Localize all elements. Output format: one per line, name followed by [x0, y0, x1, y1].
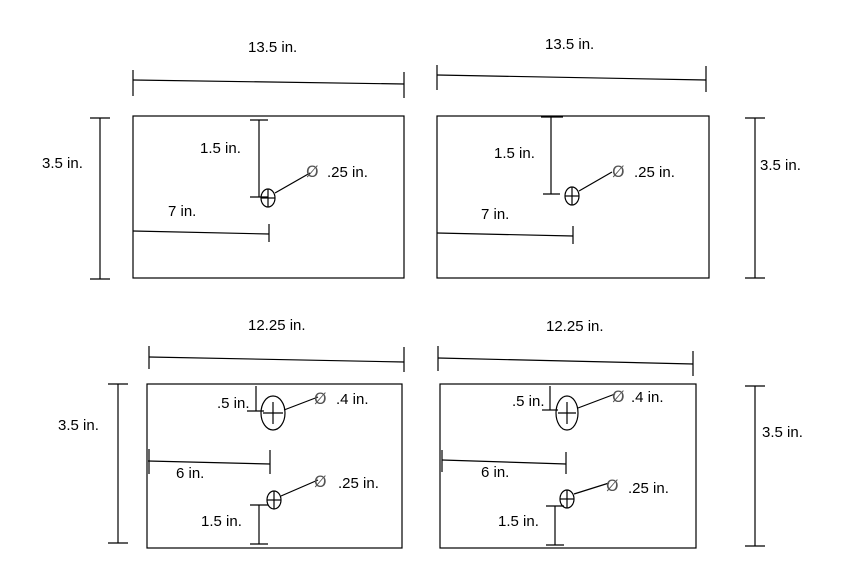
- panel-3: 12.25 in. 3.5 in. .5 in. Ø .4 in. 6 in. …: [58, 317, 405, 549]
- panel-2-outline: [436, 115, 710, 279]
- panel-2-vertical-label: 1.5 in.: [494, 145, 535, 162]
- panel-3-small-diameter-symbol: Ø: [314, 472, 327, 491]
- panel-3-horizontal-label: 6 in.: [176, 465, 204, 482]
- panel-3-large-hole: [260, 395, 286, 431]
- panel-2-horizontal-line: [436, 232, 574, 237]
- panel-1-width-line: [132, 79, 405, 85]
- panel-3-height-label: 3.5 in.: [58, 417, 99, 434]
- panel-4-small-vertical-label: 1.5 in.: [498, 513, 539, 530]
- panel-1-vertical-label: 1.5 in.: [200, 140, 241, 157]
- panel-3-large-diameter-symbol: Ø: [314, 389, 327, 408]
- panel-2-diameter-symbol: Ø: [612, 162, 625, 181]
- panel-3-large-diameter-label: .4 in.: [336, 391, 369, 408]
- panel-3-horizontal-line: [147, 460, 271, 465]
- panel-4-horizontal-line: [441, 459, 567, 465]
- panel-3-large-vertical-label: .5 in.: [217, 395, 250, 412]
- panel-1-horizontal-label: 7 in.: [168, 203, 196, 220]
- panel-1-width-label: 13.5 in.: [248, 39, 297, 56]
- panel-3-width-line: [148, 356, 405, 363]
- panel-2-diameter-label: .25 in.: [634, 164, 675, 181]
- panel-1-height-label: 3.5 in.: [42, 155, 83, 172]
- panel-4-large-vertical-label: .5 in.: [512, 393, 545, 410]
- panel-4-large-diameter-label: .4 in.: [631, 389, 664, 406]
- panel-2-leader-line: [578, 171, 613, 192]
- panel-3-large-leader-line: [283, 396, 319, 411]
- panel-4-small-diameter-symbol: Ø: [606, 476, 619, 495]
- panel-4: 12.25 in. 3.5 in. .5 in. Ø .4 in. 6 in. …: [437, 318, 803, 549]
- panel-2-width-label: 13.5 in.: [545, 36, 594, 53]
- panel-4-width-line: [437, 357, 694, 365]
- panel-4-large-diameter-symbol: Ø: [612, 387, 625, 406]
- panel-4-horizontal-label: 6 in.: [481, 464, 509, 481]
- panel-1-diameter-symbol: Ø: [306, 162, 319, 181]
- panel-4-large-hole: [555, 395, 579, 431]
- panel-4-small-diameter-label: .25 in.: [628, 480, 669, 497]
- panel-4-height-label: 3.5 in.: [762, 424, 803, 441]
- panel-2-width-line: [436, 74, 707, 81]
- panel-3-small-leader-line: [280, 479, 319, 497]
- panel-3-width-label: 12.25 in.: [248, 317, 306, 334]
- panel-4-small-leader-line: [573, 482, 610, 495]
- panel-1-diameter-label: .25 in.: [327, 164, 368, 181]
- panel-2: 13.5 in. 3.5 in. 1.5 in. 7 in. Ø .25 in.: [436, 36, 801, 279]
- panel-4-outline: [439, 383, 697, 549]
- panel-3-small-diameter-label: .25 in.: [338, 475, 379, 492]
- panel-2-height-label: 3.5 in.: [760, 157, 801, 174]
- panel-3-outline: [146, 383, 403, 549]
- panel-4-width-label: 12.25 in.: [546, 318, 604, 335]
- panel-1-outline: [132, 115, 405, 279]
- panel-1-horizontal-line: [132, 230, 270, 235]
- panel-2-horizontal-label: 7 in.: [481, 206, 509, 223]
- panel-4-large-leader-line: [577, 393, 616, 409]
- panel-3-small-vertical-label: 1.5 in.: [201, 513, 242, 530]
- panel-1: 13.5 in. 3.5 in. 1.5 in. 7 in. Ø .25 in.: [42, 39, 405, 280]
- panel-1-leader-line: [274, 172, 311, 194]
